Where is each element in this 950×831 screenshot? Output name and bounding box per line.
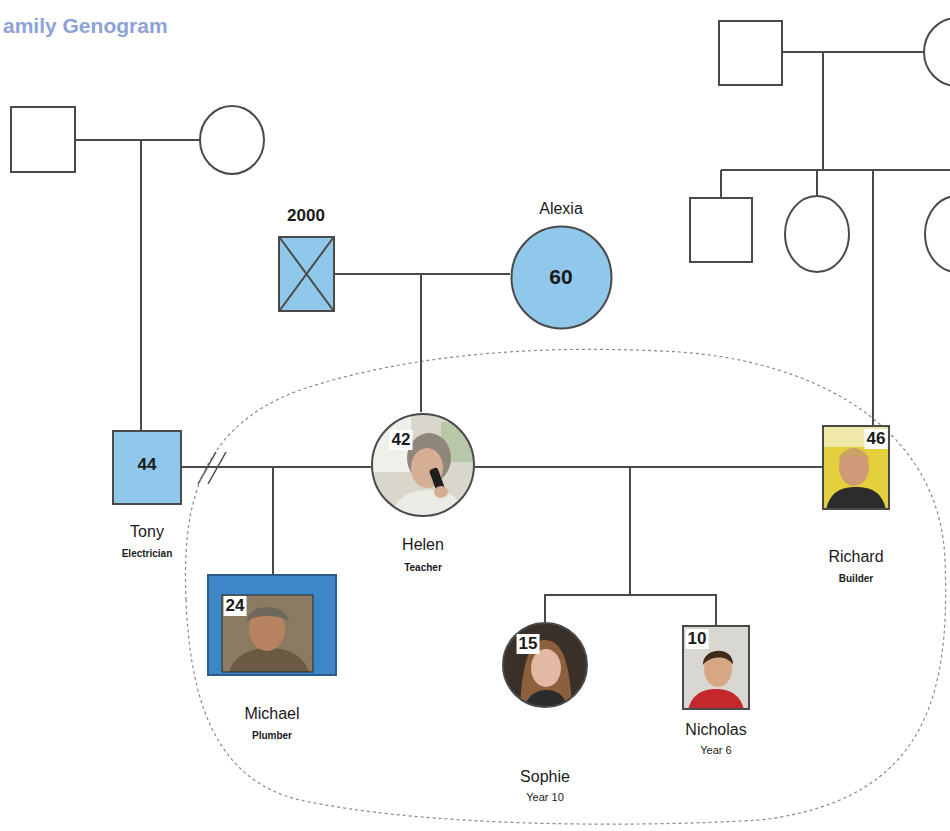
age-number: 10 <box>686 629 709 649</box>
text-holder: 2000 <box>287 206 325 226</box>
person-name: Helen <box>402 536 444 554</box>
marriage-line <box>75 139 200 141</box>
kinship-line <box>273 467 371 574</box>
text-holder: Year 10 <box>526 787 564 805</box>
marriage-line <box>782 51 924 53</box>
male-photo-square: 46RichardBuilder <box>822 425 890 510</box>
descent-line <box>140 140 142 430</box>
kinship-line <box>335 274 421 412</box>
age-number: 24 <box>224 596 247 616</box>
text-holder: Electrician <box>122 543 173 561</box>
kinship-line <box>475 467 716 625</box>
occupation: Builder <box>839 573 873 585</box>
sibling-drop <box>816 170 818 196</box>
sibling-drop <box>720 170 722 198</box>
person-name: Sophie <box>520 768 570 786</box>
person-name: Alexia <box>539 200 583 218</box>
richard-family <box>690 18 950 425</box>
text-holder: 15 <box>517 634 540 654</box>
text-holder: 42 <box>390 430 413 450</box>
person-symbol <box>207 574 337 676</box>
female-circle: Alexia60 <box>510 225 613 330</box>
text-holder: Teacher <box>404 557 442 575</box>
male-square: 44TonyElectrician <box>112 430 182 505</box>
age-number: 60 <box>549 265 572 289</box>
person-name: Nicholas <box>685 721 746 739</box>
descent-line <box>822 52 824 170</box>
text-holder: 60 <box>549 265 572 289</box>
female-photo-circle: 15SophieYear 10 <box>502 622 588 708</box>
person-name: Richard <box>828 548 883 566</box>
age-number: 42 <box>390 430 413 450</box>
age-number: 46 <box>865 429 888 449</box>
grandfather-square <box>11 107 75 172</box>
household-boundary <box>185 349 945 824</box>
text-holder: Richard <box>828 548 883 566</box>
aunt-circle <box>785 196 849 272</box>
kinship-line <box>421 274 510 412</box>
text-holder: Tony <box>130 523 164 541</box>
uncle-square <box>690 198 752 262</box>
text-holder: Nicholas <box>685 721 746 739</box>
occupation: Teacher <box>404 562 442 574</box>
text-holder: 10 <box>686 629 709 649</box>
descent-line <box>872 170 874 425</box>
diagram-title: amily Genogram <box>3 14 168 38</box>
occupation: Plumber <box>252 730 292 742</box>
text-holder: 46 <box>865 429 888 449</box>
year-of-death: 2000 <box>287 206 325 226</box>
text-holder: Alexia <box>539 200 583 218</box>
female-photo-circle: 42HelenTeacher <box>371 412 475 518</box>
text-holder: Michael <box>244 705 299 723</box>
tony-parents <box>11 106 264 430</box>
age-number: 15 <box>517 634 540 654</box>
person-symbol <box>278 236 335 312</box>
kinship-line <box>545 467 822 622</box>
grandfather-square <box>719 21 782 85</box>
aunt-circle <box>925 196 950 272</box>
school-year: Year 6 <box>700 744 731 757</box>
age-number: 44 <box>138 455 157 475</box>
person-name: Tony <box>130 523 164 541</box>
text-holder: Plumber <box>252 725 292 743</box>
occupation: Electrician <box>122 548 173 560</box>
kinship-line <box>630 467 822 625</box>
text-holder: Helen <box>402 536 444 554</box>
person-symbol <box>371 412 475 518</box>
deceased-male-square: 2000 <box>278 236 335 312</box>
person-name: Michael <box>244 705 299 723</box>
kinship-line <box>182 467 273 574</box>
text-holder: amily Genogram <box>3 14 168 38</box>
person-symbol <box>502 622 588 708</box>
kinship-line <box>475 467 630 622</box>
school-year: Year 10 <box>526 791 564 804</box>
text-holder: 44 <box>138 455 157 475</box>
male-photo-square: 10NicholasYear 6 <box>682 625 750 710</box>
sibling-line <box>721 169 950 171</box>
text-holder: Sophie <box>520 768 570 786</box>
text-holder: 24 <box>224 596 247 616</box>
text-holder: Year 6 <box>700 740 731 758</box>
index-person-square: 24MichaelPlumber <box>207 574 337 676</box>
grandmother-circle <box>924 18 950 86</box>
text-holder: Builder <box>839 568 873 586</box>
grandmother-circle <box>200 106 264 174</box>
